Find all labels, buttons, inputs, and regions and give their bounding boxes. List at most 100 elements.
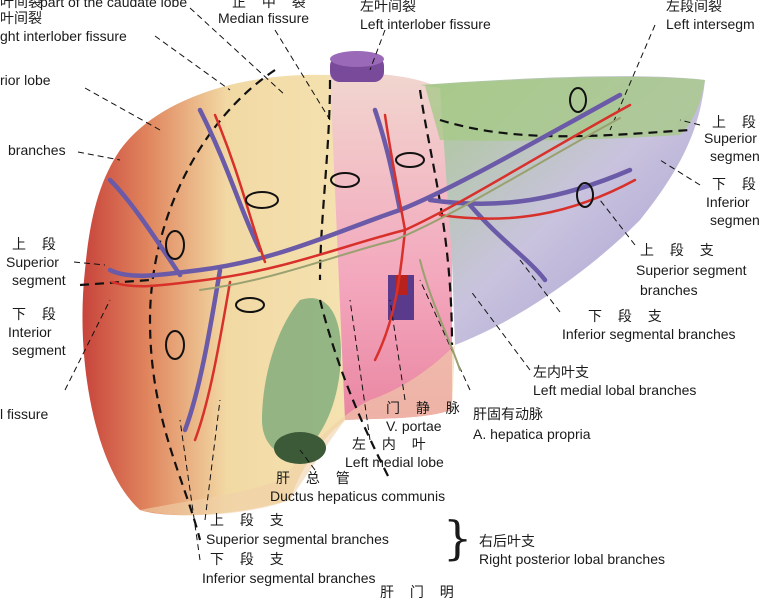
artery-branch-hilum: [373, 228, 407, 362]
right-superior-segment-zh: 上 段: [12, 236, 62, 252]
left-inferior-segment-en1: Inferior: [706, 194, 750, 210]
left-superior-segment-zh: 上 段: [712, 114, 762, 130]
left-lateral-lobe: [420, 76, 705, 345]
left-interlober-zh: 左叶间裂: [360, 0, 416, 14]
leader-median: [274, 29, 331, 121]
leader-superior-segmental-branches: [204, 399, 221, 521]
segment-marker: [165, 330, 185, 360]
left-medial-lobe: [330, 73, 452, 420]
median-fissure-zh: 正 中 裂: [232, 0, 312, 10]
artery-branch-medial: [383, 113, 407, 232]
artery-branch-right-lower: [193, 280, 232, 442]
right-inferior-segment-en2: segment: [12, 342, 66, 358]
leader-duct: [299, 449, 316, 471]
portal-branch-right-side: [107, 177, 183, 278]
inferior-segmental-branch-zh: 下 段 支: [588, 308, 668, 324]
left-inferior-segment-en2: segmen: [710, 212, 760, 228]
portal-vein-zh: 门 静 脉: [386, 400, 466, 416]
left-medial-lobal-branch-zh: 左内叶支: [533, 364, 589, 380]
portal-trunk-right: [107, 207, 403, 279]
left-medial-lobal-branch-en: Left medial lobal branches: [533, 382, 697, 398]
duct-trunk-left: [394, 117, 621, 241]
left-medial-lobe-zh: 左 内 叶: [352, 436, 432, 452]
portal-branch-left-inferior: [467, 202, 548, 283]
vena-cava-top: [330, 51, 384, 67]
leader-superior-segment-right: [73, 261, 106, 266]
right-lobe-label: rior lobe: [0, 72, 51, 88]
right-superior-segment-en2: segment: [12, 272, 66, 288]
left-superior-segment-en2: segmen: [710, 148, 760, 164]
superior-segmental-branch-en2: branches: [640, 282, 698, 298]
gallbladder: [262, 298, 341, 456]
rp-inferior-branch-en: Inferior segmental branches: [202, 570, 376, 586]
right-inferior-segment-en1: Interior: [8, 324, 52, 340]
artery-trunk-left: [403, 103, 632, 232]
portal-branch-right-upper: [197, 107, 263, 253]
hepatic-artery-en: A. hepatica propria: [473, 426, 591, 442]
portal-branch-right-lower: [182, 267, 223, 433]
branches-label: branches: [8, 142, 66, 158]
artery-branch-left-lower: [438, 178, 637, 220]
brace-icon: }: [443, 511, 473, 565]
portal-branch-left-lower: [427, 167, 633, 206]
portal-trunk-left: [397, 92, 623, 213]
inferior-segmental-branch-en: Inferior segmental branches: [562, 326, 736, 342]
rp-inferior-branch-zh: 下 段 支: [210, 551, 290, 567]
segment-marker: [569, 87, 587, 113]
leader-left-medial-branch: [469, 289, 531, 371]
gallbladder-neck: [274, 432, 326, 464]
leader-inferior-branch: [519, 259, 561, 313]
right-interlober-zh: 叶间裂: [0, 10, 42, 26]
leader-left-inferior-segment: [659, 159, 701, 186]
fissure-label: l fissure: [0, 406, 49, 422]
rp-superior-branch-zh: 上 段 支: [210, 512, 290, 528]
right-interlober-en: ght interlober fissure: [0, 28, 127, 44]
segment-marker: [235, 297, 265, 313]
right-superior-segment-en1: Superior: [6, 254, 59, 270]
right-posterior-lobal-zh: 右后叶支: [479, 533, 535, 549]
segment-marker: [395, 152, 425, 168]
rp-superior-branch-en: Superior segmental branches: [206, 531, 389, 547]
right-posterior-lobal-en: Right posterior lobal branches: [479, 551, 665, 567]
right-interlobar-fissure: [148, 69, 276, 541]
duct-common: [419, 259, 461, 371]
common-hepatic-duct-zh: 肝 总 管: [276, 470, 356, 486]
bottom-label: 肝 门 明: [380, 584, 460, 600]
leader-inferior-segmental-branches: [179, 419, 201, 561]
portal-vein-branches: [107, 92, 633, 433]
left-lateral-superior-tint: [425, 76, 705, 141]
superior-segmental-branch-en1: Superior segment: [636, 262, 747, 278]
left-inferior-segment-zh: 下 段: [712, 176, 762, 192]
leader-left-interlober: [369, 29, 386, 71]
hepatic-artery-branches: [110, 103, 637, 442]
common-hepatic-duct-en: Ductus hepaticus communis: [270, 488, 446, 504]
median-fissure-en: Median fissure: [218, 10, 310, 26]
hepatic-artery-zh: 肝固有动脉: [473, 406, 543, 422]
segment-markers: [165, 87, 594, 360]
liver-lower-shadow: [140, 345, 455, 516]
caudate-label-zh: 叶间裂: [0, 0, 42, 10]
segment-marker: [165, 230, 185, 260]
left-superior-segment-en1: Superior: [704, 130, 757, 146]
leader-hepatic: [419, 279, 471, 391]
leader-caudate: [189, 7, 286, 96]
leader-fissure: [64, 299, 111, 391]
artery-branch-right-upper: [213, 113, 267, 264]
leader-left-medial-lobe: [349, 299, 371, 441]
right-inferior-segment-zh: 下 段: [12, 306, 62, 322]
leader-branches: [77, 151, 121, 161]
leader-right-interlober: [154, 35, 231, 91]
left-interlober-en: Left interlober fissure: [360, 16, 491, 32]
segment-marker: [245, 191, 279, 209]
caudate-label: part of the caudate lobe: [40, 0, 188, 10]
left-intersegmental-en: Left intersegm: [666, 16, 755, 32]
left-intersegmental-zh: 左段间裂: [666, 0, 722, 14]
lower-fissure: [318, 299, 391, 481]
segment-marker: [576, 182, 594, 208]
superior-segmental-branch-zh: 上 段 支: [640, 242, 720, 258]
left-intersegmental-fissure: [439, 118, 691, 138]
artery-trunk-right: [110, 228, 407, 288]
portal-branch-medial: [372, 107, 403, 213]
bile-duct-branches: [199, 117, 621, 371]
